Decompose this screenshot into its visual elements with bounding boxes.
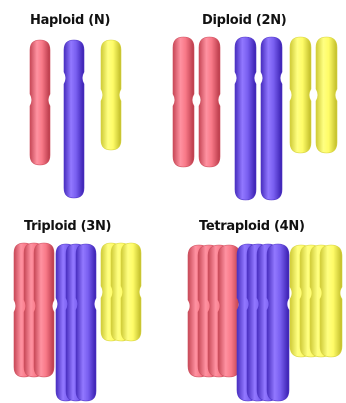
panel-triploid: Triploid (3N): [0, 205, 173, 403]
triploid-chromosomes: [0, 205, 173, 403]
red-chromosome: [30, 40, 50, 165]
blue-chromosome: [235, 37, 256, 200]
blue-chromosome: [64, 40, 84, 198]
yellow-chromosome: [121, 243, 141, 341]
yellow-chromosome: [316, 37, 337, 153]
diploid-chromosomes: [173, 0, 346, 205]
yellow-chromosome: [320, 245, 342, 357]
panel-diploid: Diploid (2N): [173, 0, 346, 205]
red-chromosome: [34, 243, 54, 377]
tetraploid-chromosomes: [173, 205, 346, 403]
yellow-chromosome: [290, 37, 311, 153]
blue-chromosome: [267, 244, 289, 401]
panel-haploid: Haploid (N): [0, 0, 173, 205]
red-chromosome: [218, 245, 240, 377]
blue-chromosome: [76, 244, 96, 401]
yellow-chromosome: [101, 40, 121, 150]
red-chromosome: [199, 37, 220, 167]
blue-chromosome: [261, 37, 282, 200]
panel-tetraploid: Tetraploid (4N): [173, 205, 346, 403]
red-chromosome: [173, 37, 194, 167]
haploid-chromosomes: [0, 0, 173, 205]
